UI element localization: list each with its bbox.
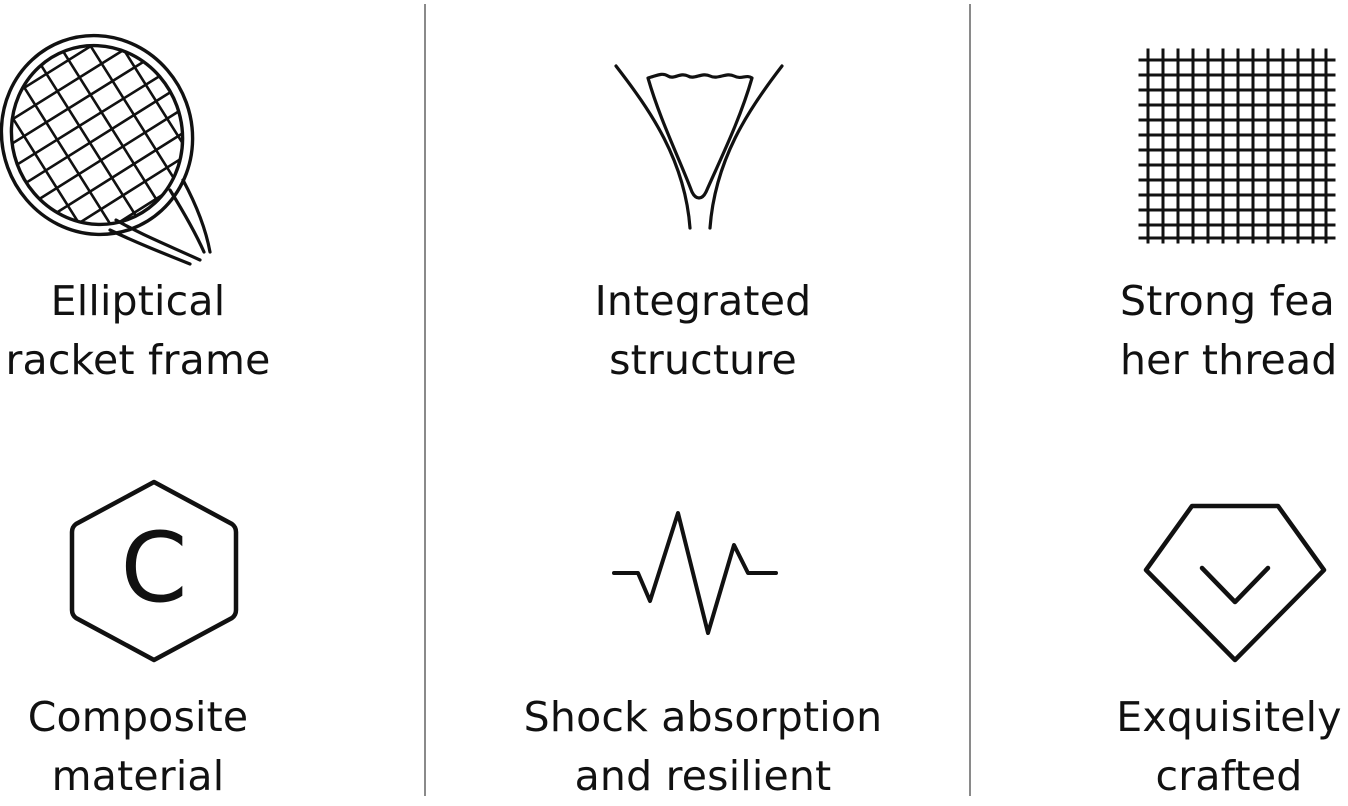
feature-label-shock-absorption: Shock absorption and resilient <box>500 688 906 806</box>
feature-label-line: racket frame <box>5 336 271 384</box>
feature-label-line: crafted <box>1155 752 1303 800</box>
feature-label-line: and resilient <box>574 752 832 800</box>
diamond-icon <box>1140 500 1330 665</box>
racket-throat-icon <box>610 60 790 230</box>
feature-label-line: structure <box>609 336 797 384</box>
feature-label-line: Shock absorption <box>523 693 883 741</box>
feature-label-line: Elliptical <box>50 277 226 325</box>
feature-label-composite-material: Composite material <box>10 688 266 806</box>
column-divider-left <box>424 4 426 796</box>
carbon-symbol: C <box>120 512 187 624</box>
feature-label-line: Integrated <box>594 277 812 325</box>
string-grid-icon <box>1138 48 1336 246</box>
feature-label-integrated-structure: Integrated structure <box>540 272 866 390</box>
pulse-wave-icon <box>610 505 780 640</box>
column-divider-right <box>969 4 971 796</box>
racket-icon <box>0 20 215 266</box>
feature-label-exquisitely-crafted: Exquisitely crafted <box>1110 688 1348 806</box>
feature-label-line: her thread <box>1120 336 1338 384</box>
feature-label-line: Strong fea <box>1120 277 1335 325</box>
carbon-hexagon-icon: C <box>68 476 240 666</box>
feature-label-line: Exquisitely <box>1116 693 1342 741</box>
feature-label-elliptical-frame: Elliptical racket frame <box>0 272 276 390</box>
feature-label-line: material <box>51 752 225 800</box>
feature-label-strong-thread: Strong fea her thread <box>1120 272 1348 390</box>
feature-label-line: Composite <box>27 693 249 741</box>
